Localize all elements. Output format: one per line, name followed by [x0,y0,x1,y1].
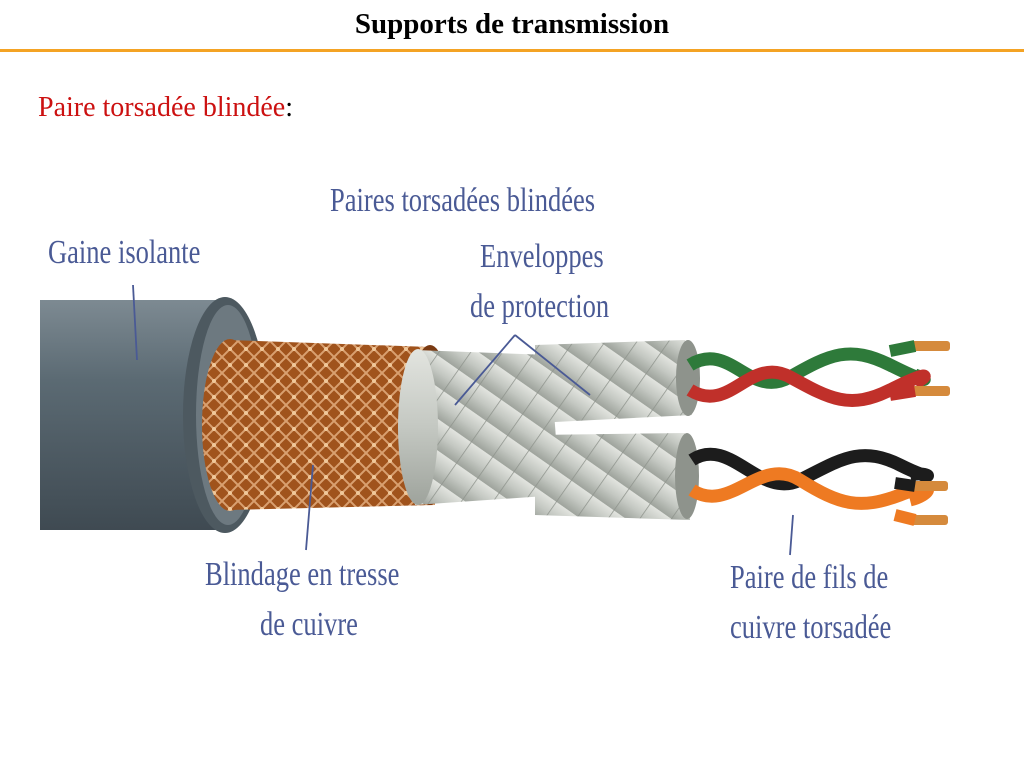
label-de-protection: de protection [470,288,610,325]
label-de-cuivre: de cuivre [260,606,358,643]
label-cuivre-torsadee: cuivre torsadée [730,609,892,646]
bottom-pair-foil [535,433,699,520]
label-enveloppes: Enveloppes [480,238,604,275]
foil-wrapper [398,349,560,505]
title-divider [0,49,1024,52]
top-pair-foil [535,340,700,423]
twisted-pair-black-orange [688,447,948,526]
label-paires-torsadees: Paires torsadées blindées [330,182,596,219]
label-blindage: Blindage en tresse [205,556,400,593]
section-heading: Paire torsadée blindée: [38,92,293,124]
leader-lines [132,284,794,556]
section-heading-colon: : [285,92,294,123]
page-title: Supports de transmission [354,8,670,40]
section-heading-text: Paire torsadée blindée [38,92,286,123]
cable-illustration [40,284,950,556]
twisted-pair-green-red [686,340,950,407]
cable-diagram: Gaine isolante Paires torsadées blindées… [30,165,970,655]
label-gaine-isolante: Gaine isolante [48,234,201,271]
label-paire-de-fils: Paire de fils de [730,559,889,596]
